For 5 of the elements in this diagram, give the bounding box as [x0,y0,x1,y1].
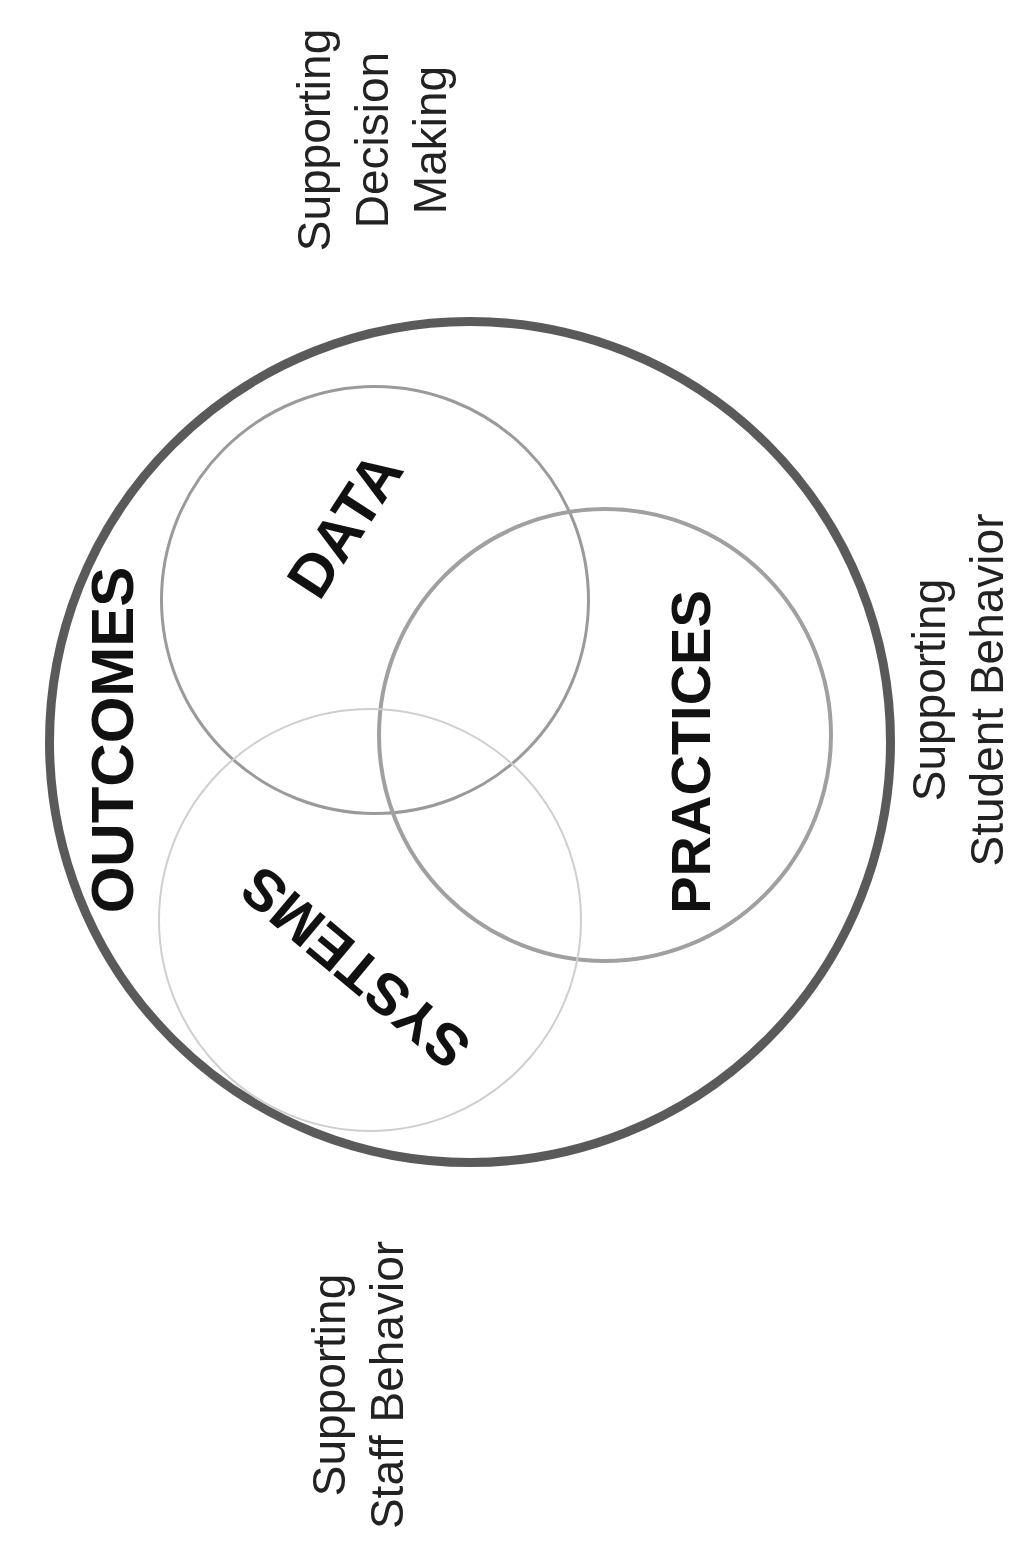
side-label: Supporting Student Behavior [902,512,1014,869]
side-label: Supporting Staff Behavior [302,1239,414,1532]
side-label: Supporting Decision Making [287,27,457,254]
circle-label: PRACTICES [657,590,723,914]
circle-label: OUTCOMES [77,566,147,914]
